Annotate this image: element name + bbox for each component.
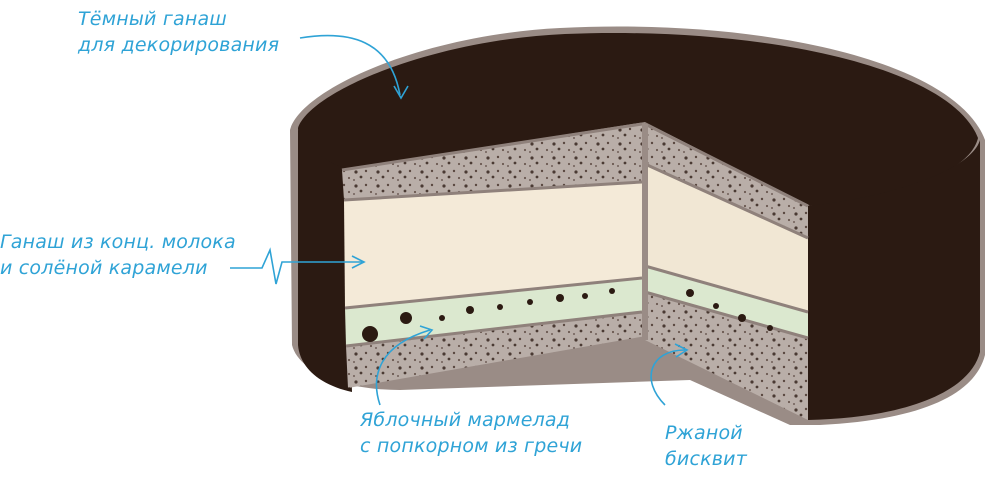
arrow-milk-ganache [230,247,362,285]
marmalade-layer-left [345,278,642,346]
arrow-sponge [650,349,686,406]
label-apple-marmalade: Яблочный мармелад с попкорном из гречи [360,407,582,459]
cream-ganache-right [645,164,808,312]
label-rye-sponge-line2: бисквит [665,448,748,470]
label-rye-sponge-line1: Ржаной [665,422,743,444]
label-rye-sponge: Ржаной бисквит [665,420,747,472]
dark-ganache-left-side [298,130,352,392]
dark-ganache-right-side [808,140,980,420]
label-apple-marmalade-line1: Яблочный мармелад [360,409,571,431]
cream-ganache-left [344,182,642,308]
marmalade-layer-right [645,266,808,338]
label-apple-marmalade-line2: с попкорном из гречи [360,435,583,457]
bottom-sponge-right [645,292,808,420]
label-milk-caramel-ganache-line2: и солёной карамели [0,257,208,279]
label-dark-ganache-line2: для декорирования [78,34,280,56]
bottom-sponge-left [346,312,646,388]
arrow-dark-ganache [299,34,401,96]
label-dark-ganache: Тёмный ганаш для декорирования [78,6,279,58]
dark-ganache-top [298,32,978,207]
arrow-marmalade [375,329,431,406]
label-dark-ganache-line1: Тёмный ганаш [78,8,227,30]
top-sponge-right [645,124,808,238]
label-milk-caramel-ganache: Ганаш из конц. молока и солёной карамели [0,229,236,281]
popcorn-dots [362,288,773,342]
right-cut-face [642,122,809,420]
left-cut-face [341,122,646,388]
label-milk-caramel-ganache-line1: Ганаш из конц. молока [0,231,236,253]
top-sponge-left [342,124,642,200]
annotation-arrows [230,34,689,406]
